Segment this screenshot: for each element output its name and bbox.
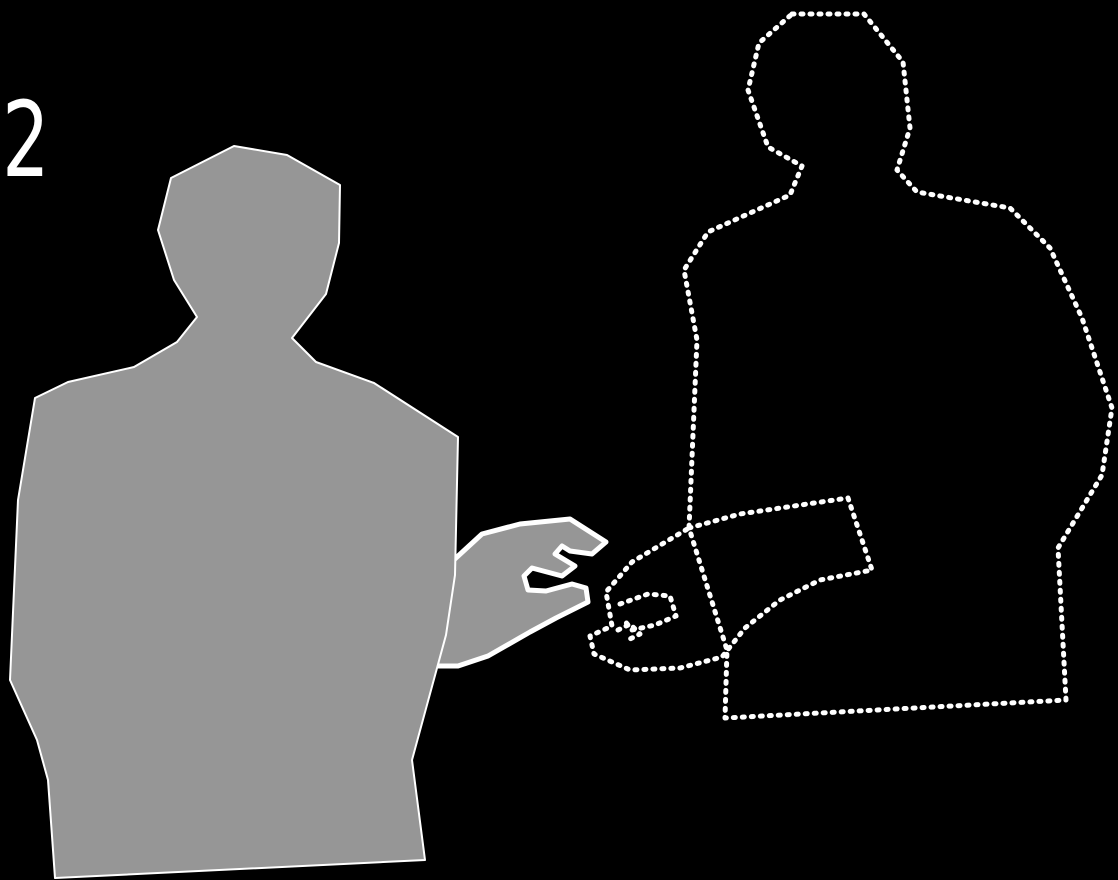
outline-figure-finger-tip	[618, 624, 640, 640]
outline-figure	[590, 14, 1112, 718]
outline-figure-body	[684, 14, 1112, 718]
outline-figure-arm	[590, 498, 872, 670]
solid-figure-arm	[436, 519, 606, 666]
step-number-label: 2	[2, 88, 48, 192]
solid-figure-body	[10, 146, 458, 878]
solid-figure	[10, 146, 606, 878]
